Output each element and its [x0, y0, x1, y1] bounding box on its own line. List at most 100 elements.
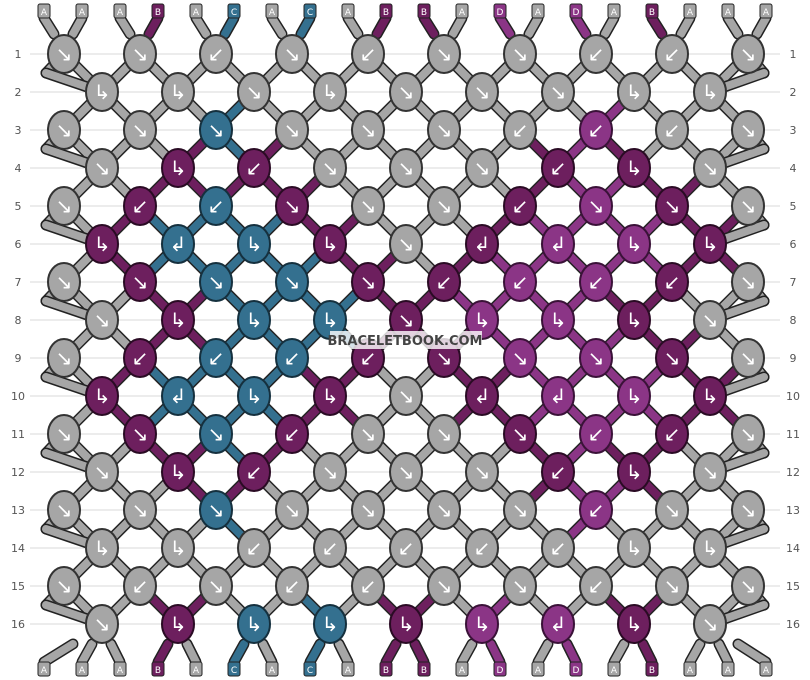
knot-direction-arrow: ↘ — [284, 498, 301, 522]
strand-label: B — [383, 666, 389, 676]
strand-label: B — [421, 8, 427, 18]
knot: ↙ — [351, 34, 385, 74]
row-number: 3 — [15, 124, 22, 137]
row-number: 10 — [11, 390, 25, 403]
strand-label: C — [307, 8, 313, 18]
knot: ↳ — [617, 528, 651, 568]
watermark-backdrop — [330, 331, 482, 349]
knot-direction-arrow: ↳ — [626, 460, 643, 484]
knot-body — [693, 604, 727, 644]
knot: ↲ — [465, 224, 499, 264]
thread-segment — [107, 640, 124, 666]
thread-segment — [496, 14, 514, 38]
knot: ↳ — [161, 452, 195, 492]
row-number: 1 — [790, 48, 797, 61]
strand-color-chip — [265, 3, 279, 19]
knot: ↙ — [655, 414, 689, 454]
knot-direction-arrow: ↳ — [246, 384, 263, 408]
thread-segment — [534, 640, 552, 666]
knot: ↳ — [237, 604, 271, 644]
knot-direction-arrow: ↙ — [246, 536, 263, 560]
knot-body — [731, 566, 765, 606]
strand-color-chip — [151, 3, 165, 19]
knot-direction-arrow: ↘ — [474, 80, 491, 104]
knot-body — [655, 34, 689, 74]
strand-color-chip — [151, 661, 165, 677]
knot-direction-arrow: ↘ — [436, 346, 453, 370]
row-number: 11 — [786, 428, 800, 441]
strand-label: A — [193, 8, 200, 18]
knot-direction-arrow: ↳ — [702, 384, 719, 408]
knot-direction-arrow: ↳ — [626, 232, 643, 256]
strand-label: A — [79, 666, 86, 676]
knot: ↘ — [85, 148, 119, 188]
strand-label: D — [497, 666, 504, 676]
row-number: 16 — [786, 618, 800, 631]
row-number: 9 — [790, 352, 797, 365]
knot-body — [389, 528, 423, 568]
row-number: 9 — [15, 352, 22, 365]
knot-direction-arrow: ↙ — [588, 270, 605, 294]
knot-body — [617, 528, 651, 568]
strand-label: A — [535, 666, 542, 676]
knot: ↳ — [617, 452, 651, 492]
knot-body — [731, 186, 765, 226]
knot-body — [85, 376, 119, 416]
knot-direction-arrow: ↙ — [132, 574, 149, 598]
knot-body — [541, 148, 575, 188]
knot: ↘ — [85, 452, 119, 492]
knot-body — [617, 148, 651, 188]
knot: ↘ — [275, 186, 309, 226]
knot-direction-arrow: ↙ — [664, 422, 681, 446]
knot-direction-arrow: ↙ — [588, 422, 605, 446]
strand-color-chip — [531, 3, 545, 19]
thread-segment — [677, 14, 694, 38]
knot-body — [579, 34, 613, 74]
thread-segment — [734, 640, 770, 666]
row-number: 12 — [11, 466, 25, 479]
strand-color-chip — [113, 661, 127, 677]
knot-body — [731, 262, 765, 302]
knot: ↳ — [617, 376, 651, 416]
knot-body — [123, 338, 157, 378]
knot: ↘ — [693, 452, 727, 492]
knot: ↳ — [313, 604, 347, 644]
knot-direction-arrow: ↘ — [284, 270, 301, 294]
knot-body — [313, 148, 347, 188]
knot-body — [503, 110, 537, 150]
strand-label: B — [649, 666, 655, 676]
knot-body — [427, 186, 461, 226]
knot-direction-arrow: ↳ — [94, 536, 111, 560]
thread-segment — [78, 640, 96, 666]
knot-body — [541, 300, 575, 340]
row-number: 12 — [786, 466, 800, 479]
knot: ↘ — [731, 490, 765, 530]
knot-direction-arrow: ↘ — [702, 308, 719, 332]
strand-label: A — [763, 8, 770, 18]
knot-direction-arrow: ↘ — [474, 460, 491, 484]
knot-direction-arrow: ↘ — [360, 422, 377, 446]
knot-direction-arrow: ↙ — [398, 536, 415, 560]
strand-color-chip — [683, 3, 697, 19]
knot: ↘ — [199, 490, 233, 530]
thread-segment — [259, 640, 276, 666]
knot-body — [503, 34, 537, 74]
knot: ↳ — [237, 224, 271, 264]
knot-direction-arrow: ↘ — [398, 460, 415, 484]
knot-body — [579, 338, 613, 378]
knot: ↘ — [313, 148, 347, 188]
knot-direction-arrow: ↳ — [702, 80, 719, 104]
strand-color-chip — [379, 3, 393, 19]
knot-direction-arrow: ↳ — [398, 612, 415, 636]
knot-direction-arrow: ↙ — [512, 270, 529, 294]
strand-color-chip — [303, 661, 317, 677]
thread-segment — [69, 14, 86, 38]
row-number: 10 — [786, 390, 800, 403]
knot: ↳ — [617, 224, 651, 264]
knot-direction-arrow: ↘ — [132, 422, 149, 446]
knot: ↙ — [503, 262, 537, 302]
knot: ↳ — [313, 72, 347, 112]
knot: ↘ — [731, 566, 765, 606]
knot-direction-arrow: ↳ — [94, 80, 111, 104]
strand-color-chip — [265, 661, 279, 677]
